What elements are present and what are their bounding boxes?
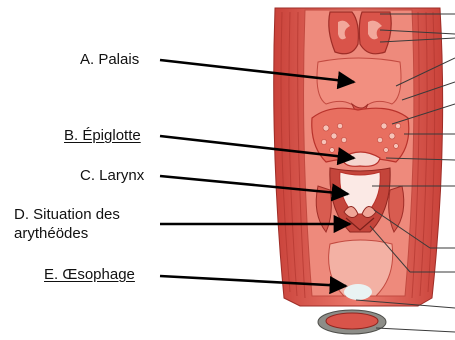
label-d-arytenoids-line1: D. Situation des — [14, 206, 120, 224]
label-a-palate: A. Palais — [80, 51, 139, 69]
label-e-esophagus: E. Œsophage — [44, 266, 135, 284]
label-d-arytenoids-line2: arythéödes — [14, 225, 88, 243]
leader-line-13 — [376, 328, 455, 332]
pharynx-illustration — [274, 8, 443, 334]
esophagus-cross-section — [318, 310, 386, 334]
label-b-epiglottis: B. Épiglotte — [64, 127, 141, 145]
esophagus-light-area — [344, 284, 372, 300]
label-c-larynx: C. Larynx — [80, 167, 144, 185]
